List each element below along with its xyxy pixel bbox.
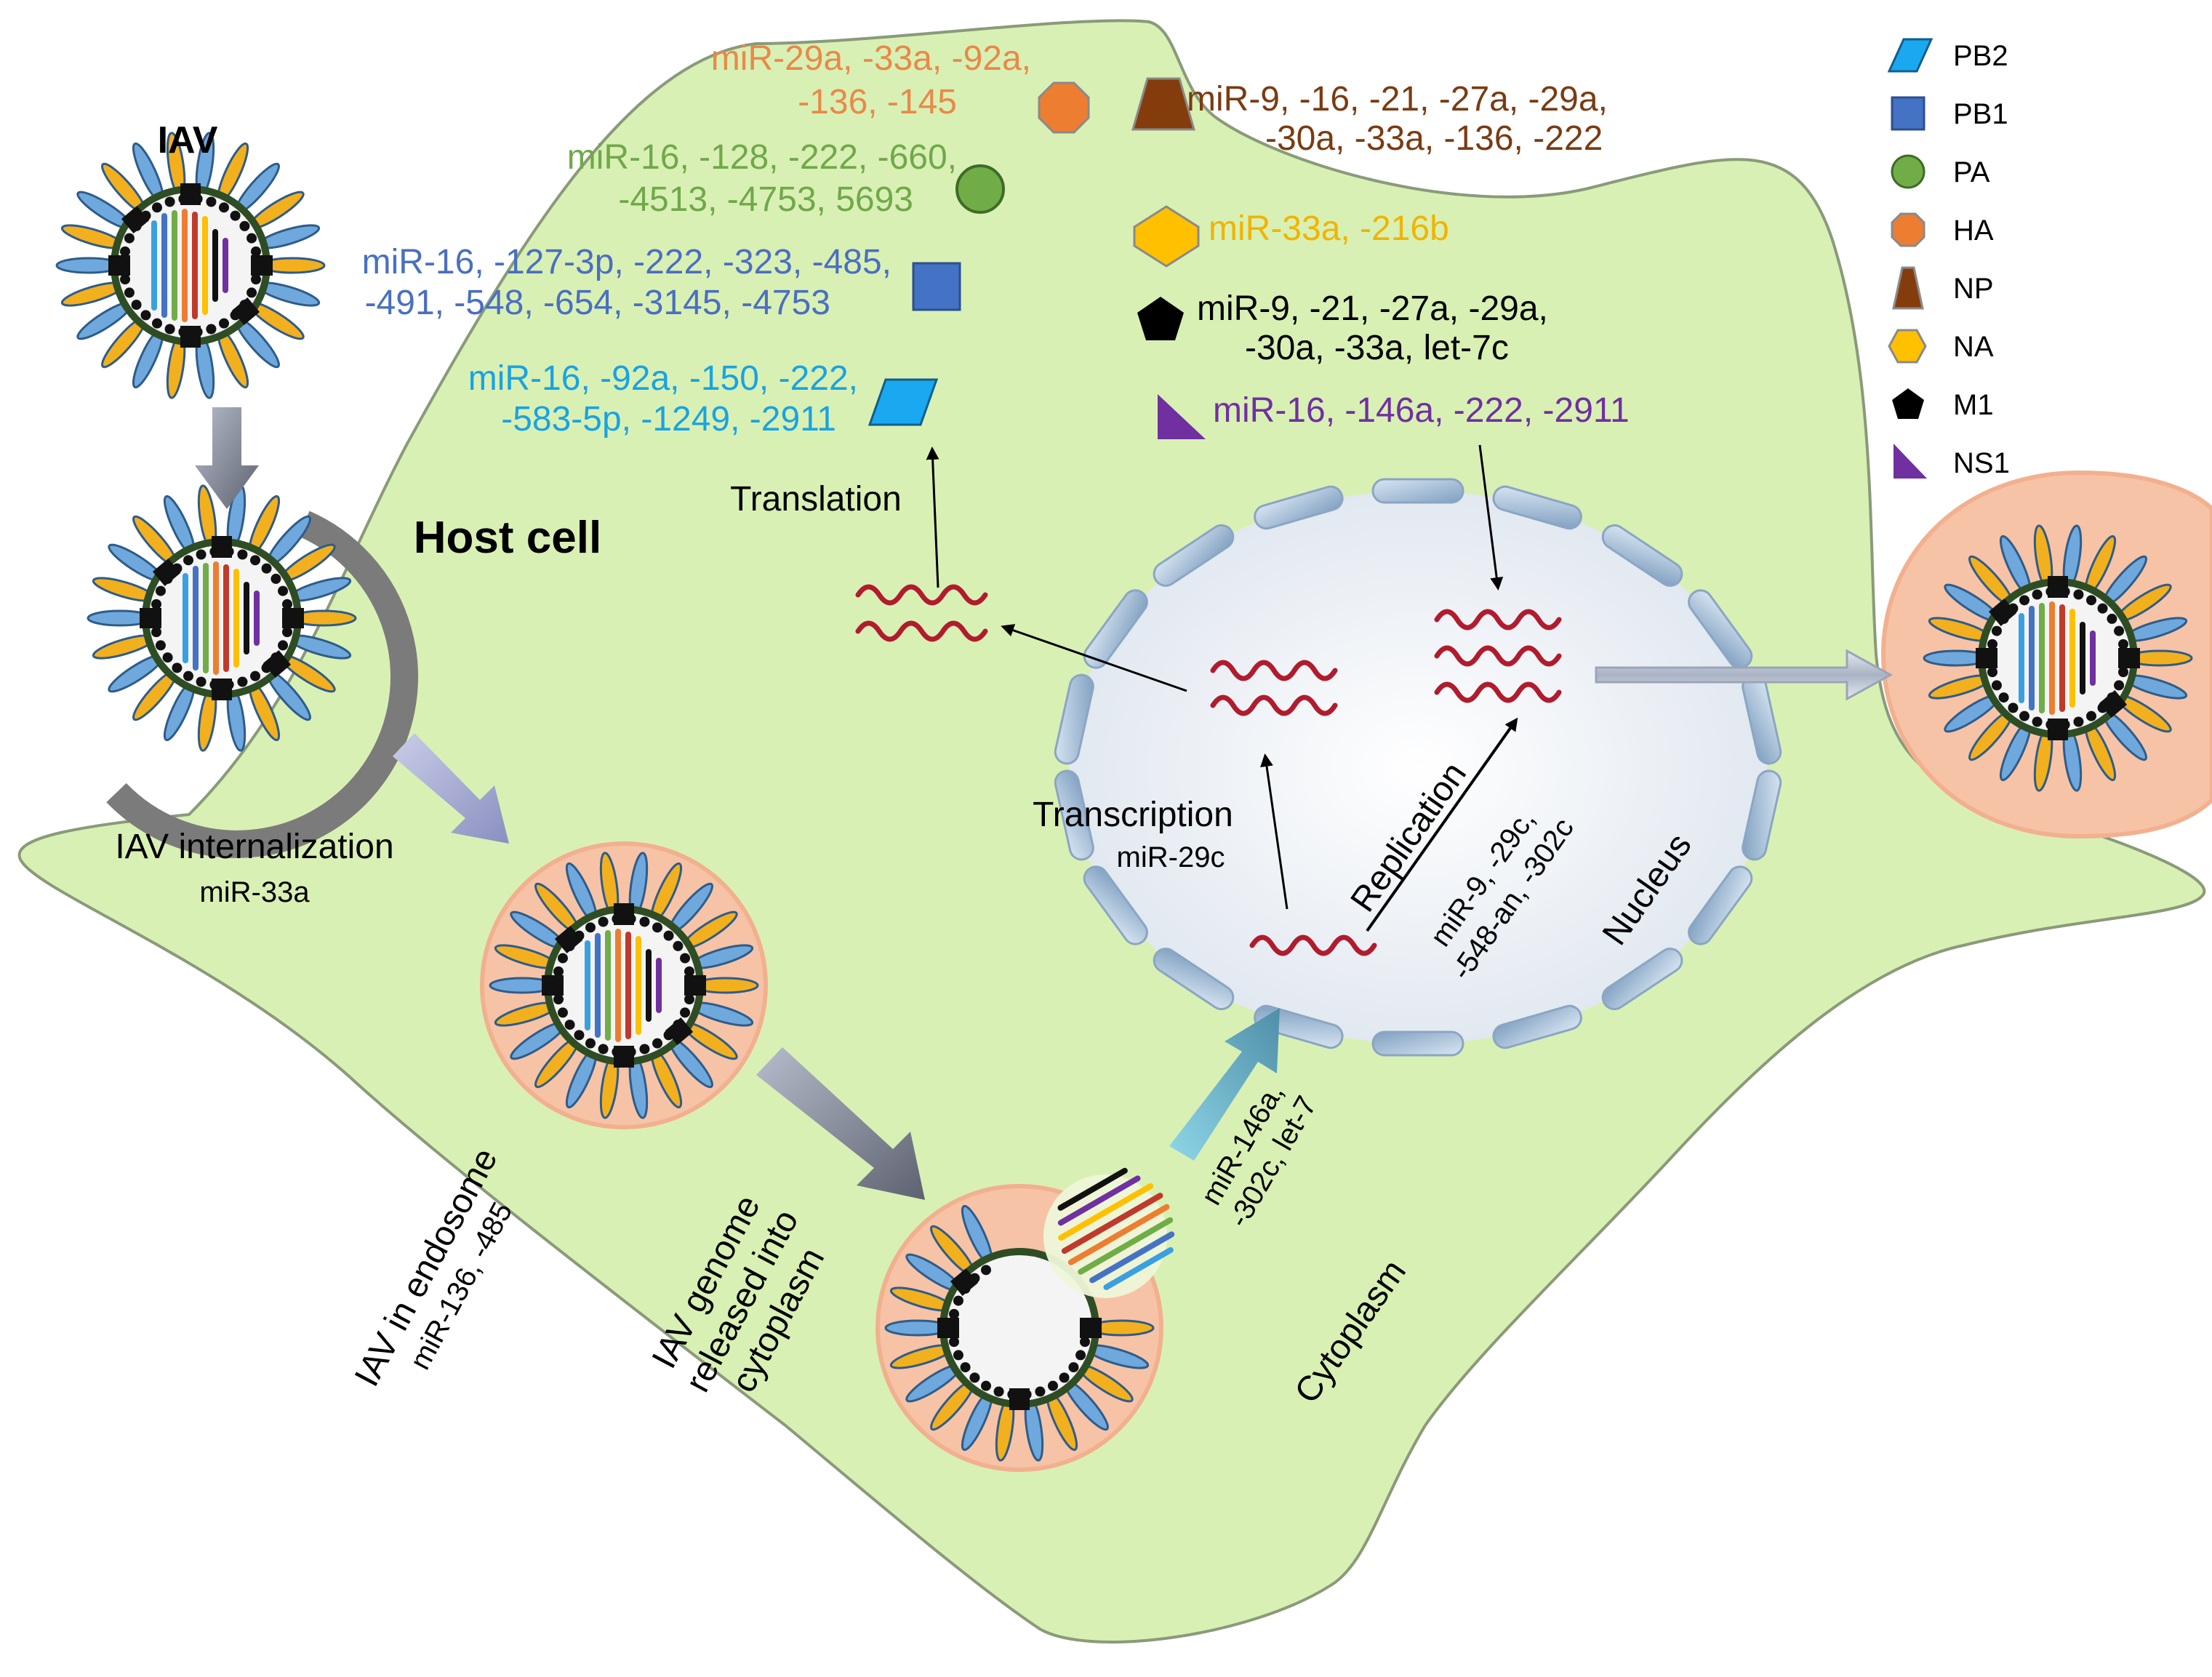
protein-mirna-labels: miR-29a, -33a, -92a, -136, -145 miR-9, -… xyxy=(362,39,1630,439)
translation-arrow xyxy=(926,447,939,588)
internalization-mirna: miR-33a xyxy=(199,876,310,908)
nuclear-pore xyxy=(1601,524,1683,587)
nuclear-pore xyxy=(1254,485,1344,530)
legend-np-trapezoid-icon xyxy=(1892,266,1924,310)
legend-pb1-label: PB1 xyxy=(1953,98,2008,130)
rna-strand xyxy=(855,584,988,606)
nuclear-pore xyxy=(1153,948,1235,1011)
uncoating-arrow xyxy=(756,1047,925,1200)
np-mirna-line1: miR-9, -16, -21, -27a, -29a, xyxy=(1187,80,1608,119)
pa-mirna-line2: -4513, -4753, 5693 xyxy=(618,180,913,219)
ns1-mirna-line1: miR-16, -146a, -222, -2911 xyxy=(1213,391,1630,430)
endosome-virion xyxy=(480,841,768,1129)
pb1-square-marker xyxy=(912,262,961,311)
export-arrow xyxy=(1595,649,1894,701)
rna-strand xyxy=(1434,645,1562,667)
legend-m1-pentagon-icon xyxy=(1892,388,1924,419)
nuclear-pore xyxy=(1601,948,1683,1011)
rna-strand xyxy=(855,620,988,642)
nuclear-pore xyxy=(1688,865,1753,945)
rna-strand xyxy=(1434,609,1562,631)
legend-pb2-parallelogram-icon xyxy=(1887,38,1934,73)
pb2-parallelogram-marker xyxy=(867,378,939,426)
replication-arrow xyxy=(1366,717,1518,932)
nuclear-import-arrow xyxy=(1169,1008,1280,1161)
iav-label: IAV xyxy=(158,119,218,161)
pb2-mirna-line1: miR-16, -92a, -150, -222, xyxy=(468,359,858,398)
nuclear-pore xyxy=(1083,865,1148,945)
internalizing-virion xyxy=(73,484,418,858)
entry-arrow xyxy=(195,407,259,509)
nuclear-pore xyxy=(1742,769,1782,861)
budding-virion xyxy=(1880,470,2212,839)
np-mirna-line2: -30a, -33a, -136, -222 xyxy=(1265,119,1603,158)
legend-ns1-label: NS1 xyxy=(1953,447,2010,479)
nuclear-pore xyxy=(1371,478,1464,504)
nuclear-pore xyxy=(1371,1030,1464,1057)
np-trapezoid-marker xyxy=(1131,77,1195,131)
rna-strand xyxy=(1434,681,1562,703)
legend-pb1-square-icon xyxy=(1891,96,1926,131)
released-genome-segments xyxy=(1057,1167,1175,1290)
legend-na-hexagon-icon xyxy=(1888,329,1927,364)
uncoating-virion xyxy=(875,1167,1175,1472)
nuclear-pore xyxy=(1054,673,1094,765)
nuclear-pore xyxy=(1054,769,1094,861)
legend-ha-label: HA xyxy=(1953,215,1994,247)
pa-circle-marker xyxy=(955,164,1005,214)
internalization-label: IAV internalization xyxy=(115,828,393,866)
m1-pentagon-marker xyxy=(1137,297,1184,340)
process-arrows xyxy=(195,407,1894,1200)
pa-mirna-line1: miR-16, -128, -222, -660, xyxy=(567,138,957,177)
transcription-arrow xyxy=(1260,753,1289,910)
legend-ha-octagon-icon xyxy=(1891,212,1926,247)
transcription-label: Transcription xyxy=(1033,796,1233,834)
nucleus xyxy=(1054,478,1782,1057)
rna-strand xyxy=(1249,934,1377,956)
na-mirna-line1: miR-33a, -216b xyxy=(1209,209,1449,248)
pb2-mirna-line2: -583-5p, -1249, -2911 xyxy=(501,400,836,439)
legend-np-label: NP xyxy=(1953,273,1994,305)
legend-pa-label: PA xyxy=(1953,156,1990,188)
ns1-import-arrow xyxy=(1478,444,1504,591)
m1-mirna-line1: miR-9, -21, -27a, -29a, xyxy=(1197,289,1548,328)
mrna-export-arrow xyxy=(1001,624,1187,692)
nuclear-pore xyxy=(1153,524,1235,587)
endosome-arrow xyxy=(393,733,509,844)
m1-mirna-line2: -30a, -33a, let-7c xyxy=(1245,329,1509,367)
host-cell-label: Host cell xyxy=(414,513,601,563)
legend-na-label: NA xyxy=(1953,331,1994,363)
pb1-mirna-line1: miR-16, -127-3p, -222, -323, -485, xyxy=(362,243,891,281)
viral-rna xyxy=(855,584,1562,956)
ha-octagon-marker xyxy=(1038,81,1090,134)
nuclear-pore xyxy=(1083,589,1148,669)
rna-strand xyxy=(1210,660,1338,681)
nuclear-pores xyxy=(1054,478,1782,1057)
free-virion xyxy=(57,132,324,399)
ha-mirna-line2: -136, -145 xyxy=(798,83,957,121)
nuclear-pore xyxy=(1492,1004,1582,1049)
ns1-triangle-marker xyxy=(1158,394,1206,439)
legend-pb2-label: PB2 xyxy=(1953,40,2008,72)
legend-ns1-triangle-icon xyxy=(1894,444,1927,479)
nuclear-pore xyxy=(1688,589,1753,669)
legend-pa-circle-icon xyxy=(1891,154,1926,189)
nuclear-pore xyxy=(1492,485,1582,530)
protein-markers xyxy=(867,77,1206,439)
transcription-mirna: miR-29c xyxy=(1117,841,1225,873)
na-hexagon-marker xyxy=(1133,205,1200,268)
pb1-mirna-line2: -491, -548, -654, -3145, -4753 xyxy=(365,284,830,322)
translation-label: Translation xyxy=(730,480,902,519)
invaginating-membrane xyxy=(106,511,418,858)
rna-strand xyxy=(1210,695,1338,716)
ha-mirna-line1: miR-29a, -33a, -92a, xyxy=(711,39,1031,78)
legend-m1-label: M1 xyxy=(1953,389,1994,421)
